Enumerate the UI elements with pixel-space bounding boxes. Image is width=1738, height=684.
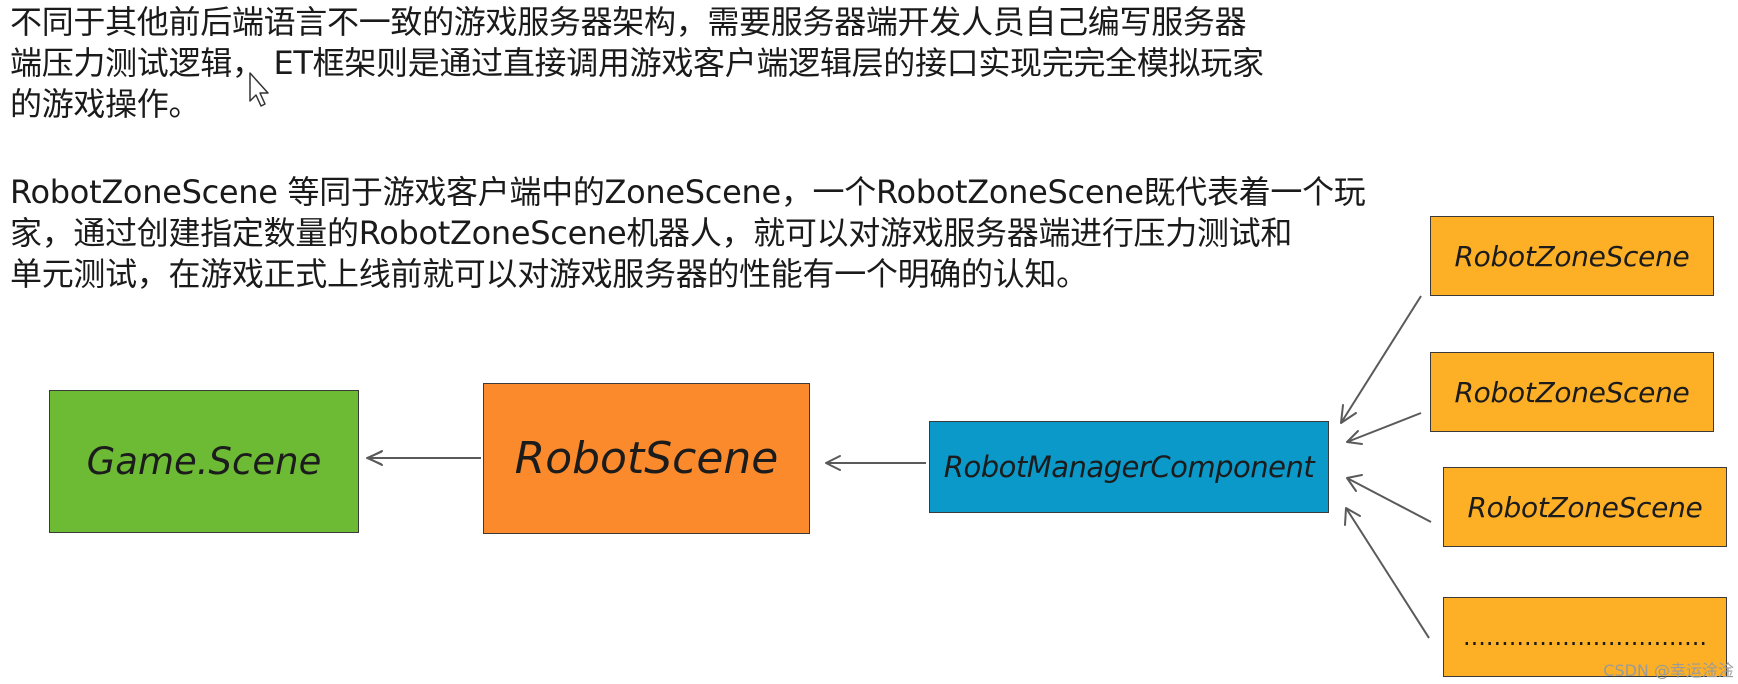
robot-scene-label: RobotScene <box>514 433 779 484</box>
robot-zone-line-1: RobotZoneScene 等同于游戏客户端中的ZoneScene，一个Rob… <box>10 173 1366 211</box>
robot-manager-component-label: RobotManagerComponent <box>943 450 1315 484</box>
game-scene-node: Game.Scene <box>49 390 359 533</box>
robot-zone-line-2: 家，通过创建指定数量的RobotZoneScene机器人，就可以对游戏服务器端进… <box>10 214 1293 252</box>
robot-zone-line-3: 单元测试，在游戏正式上线前就可以对游戏服务器的性能有一个明确的认知。 <box>10 255 1088 293</box>
robot-zone-scene-node-1: RobotZoneScene <box>1430 216 1714 296</box>
intro-line-3: 的游戏操作。 <box>10 85 201 123</box>
watermark: CSDN @幸运淦淦 <box>1603 661 1734 680</box>
intro-line-1: 不同于其他前后端语言不一致的游戏服务器架构，需要服务器端开发人员自己编写服务器 <box>10 3 1247 41</box>
robot-zone-scene-label-2: RobotZoneScene <box>1454 375 1690 409</box>
robot-zone-scene-node-ellipsis: ................................ <box>1443 597 1727 677</box>
intro-line-2: 端压力测试逻辑， ET框架则是通过直接调用游戏客户端逻辑层的接口实现完完全模拟玩… <box>10 44 1264 82</box>
robot-zone-scene-label-1: RobotZoneScene <box>1454 239 1690 273</box>
game-scene-label: Game.Scene <box>86 440 322 483</box>
intro-paragraph: 不同于其他前后端语言不一致的游戏服务器架构，需要服务器端开发人员自己编写服务器 … <box>10 2 1264 125</box>
robot-scene-node: RobotScene <box>483 383 810 534</box>
robot-zone-paragraph: RobotZoneScene 等同于游戏客户端中的ZoneScene，一个Rob… <box>10 172 1366 295</box>
robot-zone-scene-ellipsis-label: ................................ <box>1462 623 1708 651</box>
robot-zone-scene-node-2: RobotZoneScene <box>1430 352 1714 432</box>
robot-zone-scene-label-3: RobotZoneScene <box>1467 490 1703 524</box>
robot-zone-scene-node-3: RobotZoneScene <box>1443 467 1727 547</box>
robot-manager-component-node: RobotManagerComponent <box>929 421 1329 513</box>
